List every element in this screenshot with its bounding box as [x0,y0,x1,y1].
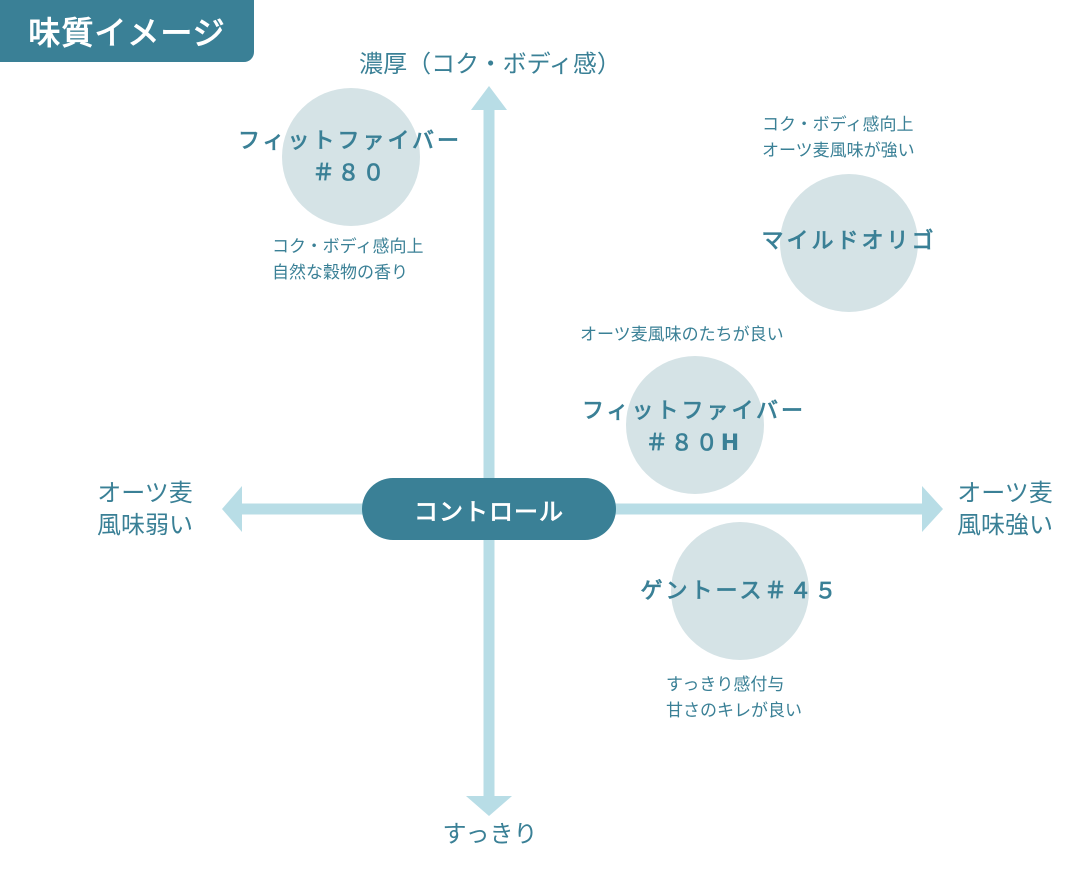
product-name-fitfiber-80h: フィットファイバー ＃８０H [581,399,807,456]
arrow-down-icon [466,796,512,816]
axis-label-bottom: すっきり [442,820,538,848]
axis-label-left: オーツ麦 風味弱い [97,479,193,539]
bubble-gentose-45 [671,522,809,660]
axis-label-right: オーツ麦 風味強い [957,479,1053,539]
product-desc-gentose-45: すっきり感付与 甘さのキレが良い [666,675,802,721]
product-name-mild-oligo: マイルドオリゴ [761,229,937,254]
bubble-fitfiber-80h [626,356,764,494]
axis-label-top: 濃厚（コク・ボディ感） [359,50,621,78]
product-desc-fitfiber-80: コク・ボディ感向上 自然な穀物の香り [272,237,424,283]
product-name-gentose-45: ゲントース＃４５ [640,579,840,604]
product-name-fitfiber-80: フィットファイバー ＃８０ [237,129,463,186]
control-node: コントロール [362,478,616,540]
bubble-fitfiber-80 [282,88,420,226]
arrow-left-icon [222,486,242,532]
diagram-title: 味質イメージ [0,0,254,62]
product-desc-fitfiber-80h: オーツ麦風味のたちが良い [580,325,784,345]
product-desc-mild-oligo: コク・ボディ感向上 オーツ麦風味が強い [762,115,915,161]
bubble-mild-oligo [780,174,918,312]
arrow-up-icon [471,86,507,110]
arrow-right-icon [922,486,943,532]
